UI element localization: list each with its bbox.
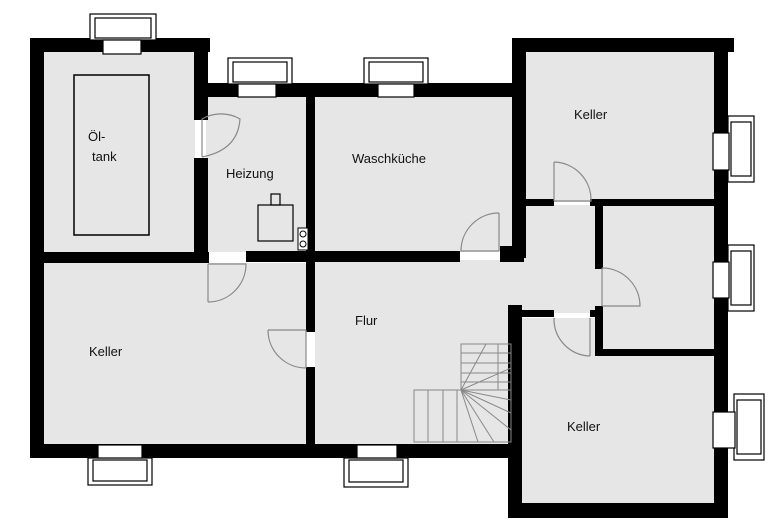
wall-east-block-south (508, 503, 728, 518)
window-wasch (377, 83, 415, 98)
label-heizung: Heizung (226, 166, 274, 181)
wall-small-room-west-lower (595, 306, 603, 356)
wall-oeltank-east-upper (194, 38, 208, 120)
floor-keller-ne (525, 52, 715, 202)
light-well-oeltank-inner (94, 17, 152, 39)
wall-flur-west-lower (306, 367, 315, 447)
oil-tank-symbol (73, 74, 150, 236)
window-keller-w (97, 444, 143, 459)
doors (201, 113, 641, 369)
boiler-symbol (257, 193, 294, 242)
door-heizung-oeltank (201, 113, 241, 158)
wall-keller-ne-south-b (590, 199, 714, 206)
door-waschkueche (460, 212, 500, 252)
door-small-room (601, 267, 641, 307)
floor-corridor-east (512, 205, 600, 313)
sockets-symbol (297, 227, 309, 251)
door-flur-keller (267, 329, 307, 369)
window-heizung (237, 83, 277, 98)
floor-oeltank (44, 52, 195, 254)
wall-west (30, 38, 44, 458)
window-mid (712, 261, 730, 299)
wall-east-block-north (512, 38, 734, 52)
window-flur (356, 444, 398, 459)
light-well-heizung-inner (232, 61, 288, 83)
light-well-flur-inner (348, 459, 404, 483)
staircase (413, 343, 512, 443)
door-keller-se (553, 317, 591, 357)
light-well-ne-inner (730, 121, 752, 177)
floor-heizung (206, 96, 307, 252)
wall-flur-west-upper (306, 262, 315, 332)
label-oeltank-line2: tank (92, 149, 117, 164)
light-well-wasch-inner (368, 61, 424, 83)
wall-heizung-south (246, 251, 460, 262)
label-flur: Flur (355, 313, 378, 328)
window-se (712, 411, 736, 449)
wall-small-room-south (595, 349, 714, 356)
label-waschkueche: Waschküche (352, 151, 426, 166)
light-well-keller-w-inner (92, 459, 148, 482)
door-heizung-keller (207, 263, 247, 303)
light-well-se-inner (736, 399, 762, 455)
label-keller-se: Keller (567, 419, 601, 434)
label-keller-w: Keller (89, 344, 123, 359)
wall-east-block-west-lower (508, 305, 522, 517)
wall-heizung-wasch (306, 96, 315, 254)
floor-areas (44, 52, 716, 504)
label-oeltank-line1: Öl- (88, 129, 105, 144)
label-keller-ne: Keller (574, 107, 608, 122)
wall-keller-ne-south-a (522, 199, 554, 206)
windows (87, 13, 765, 488)
wall-keller-se-north-a (522, 310, 554, 317)
wall-oeltank-keller (44, 252, 209, 263)
door-keller-ne (553, 161, 592, 202)
wall-oeltank-east-lower (194, 158, 208, 263)
wall-east-block-west-upper (512, 38, 526, 258)
floor-keller-w (44, 263, 306, 445)
wall-small-room-west-upper (595, 199, 603, 269)
wall-keller-se-north-b (590, 310, 598, 317)
floor-waschkueche (315, 96, 512, 252)
window-ne (712, 132, 730, 171)
floor-keller-se (522, 318, 716, 504)
light-well-mid-inner (730, 250, 752, 306)
window-oeltank (102, 39, 142, 55)
